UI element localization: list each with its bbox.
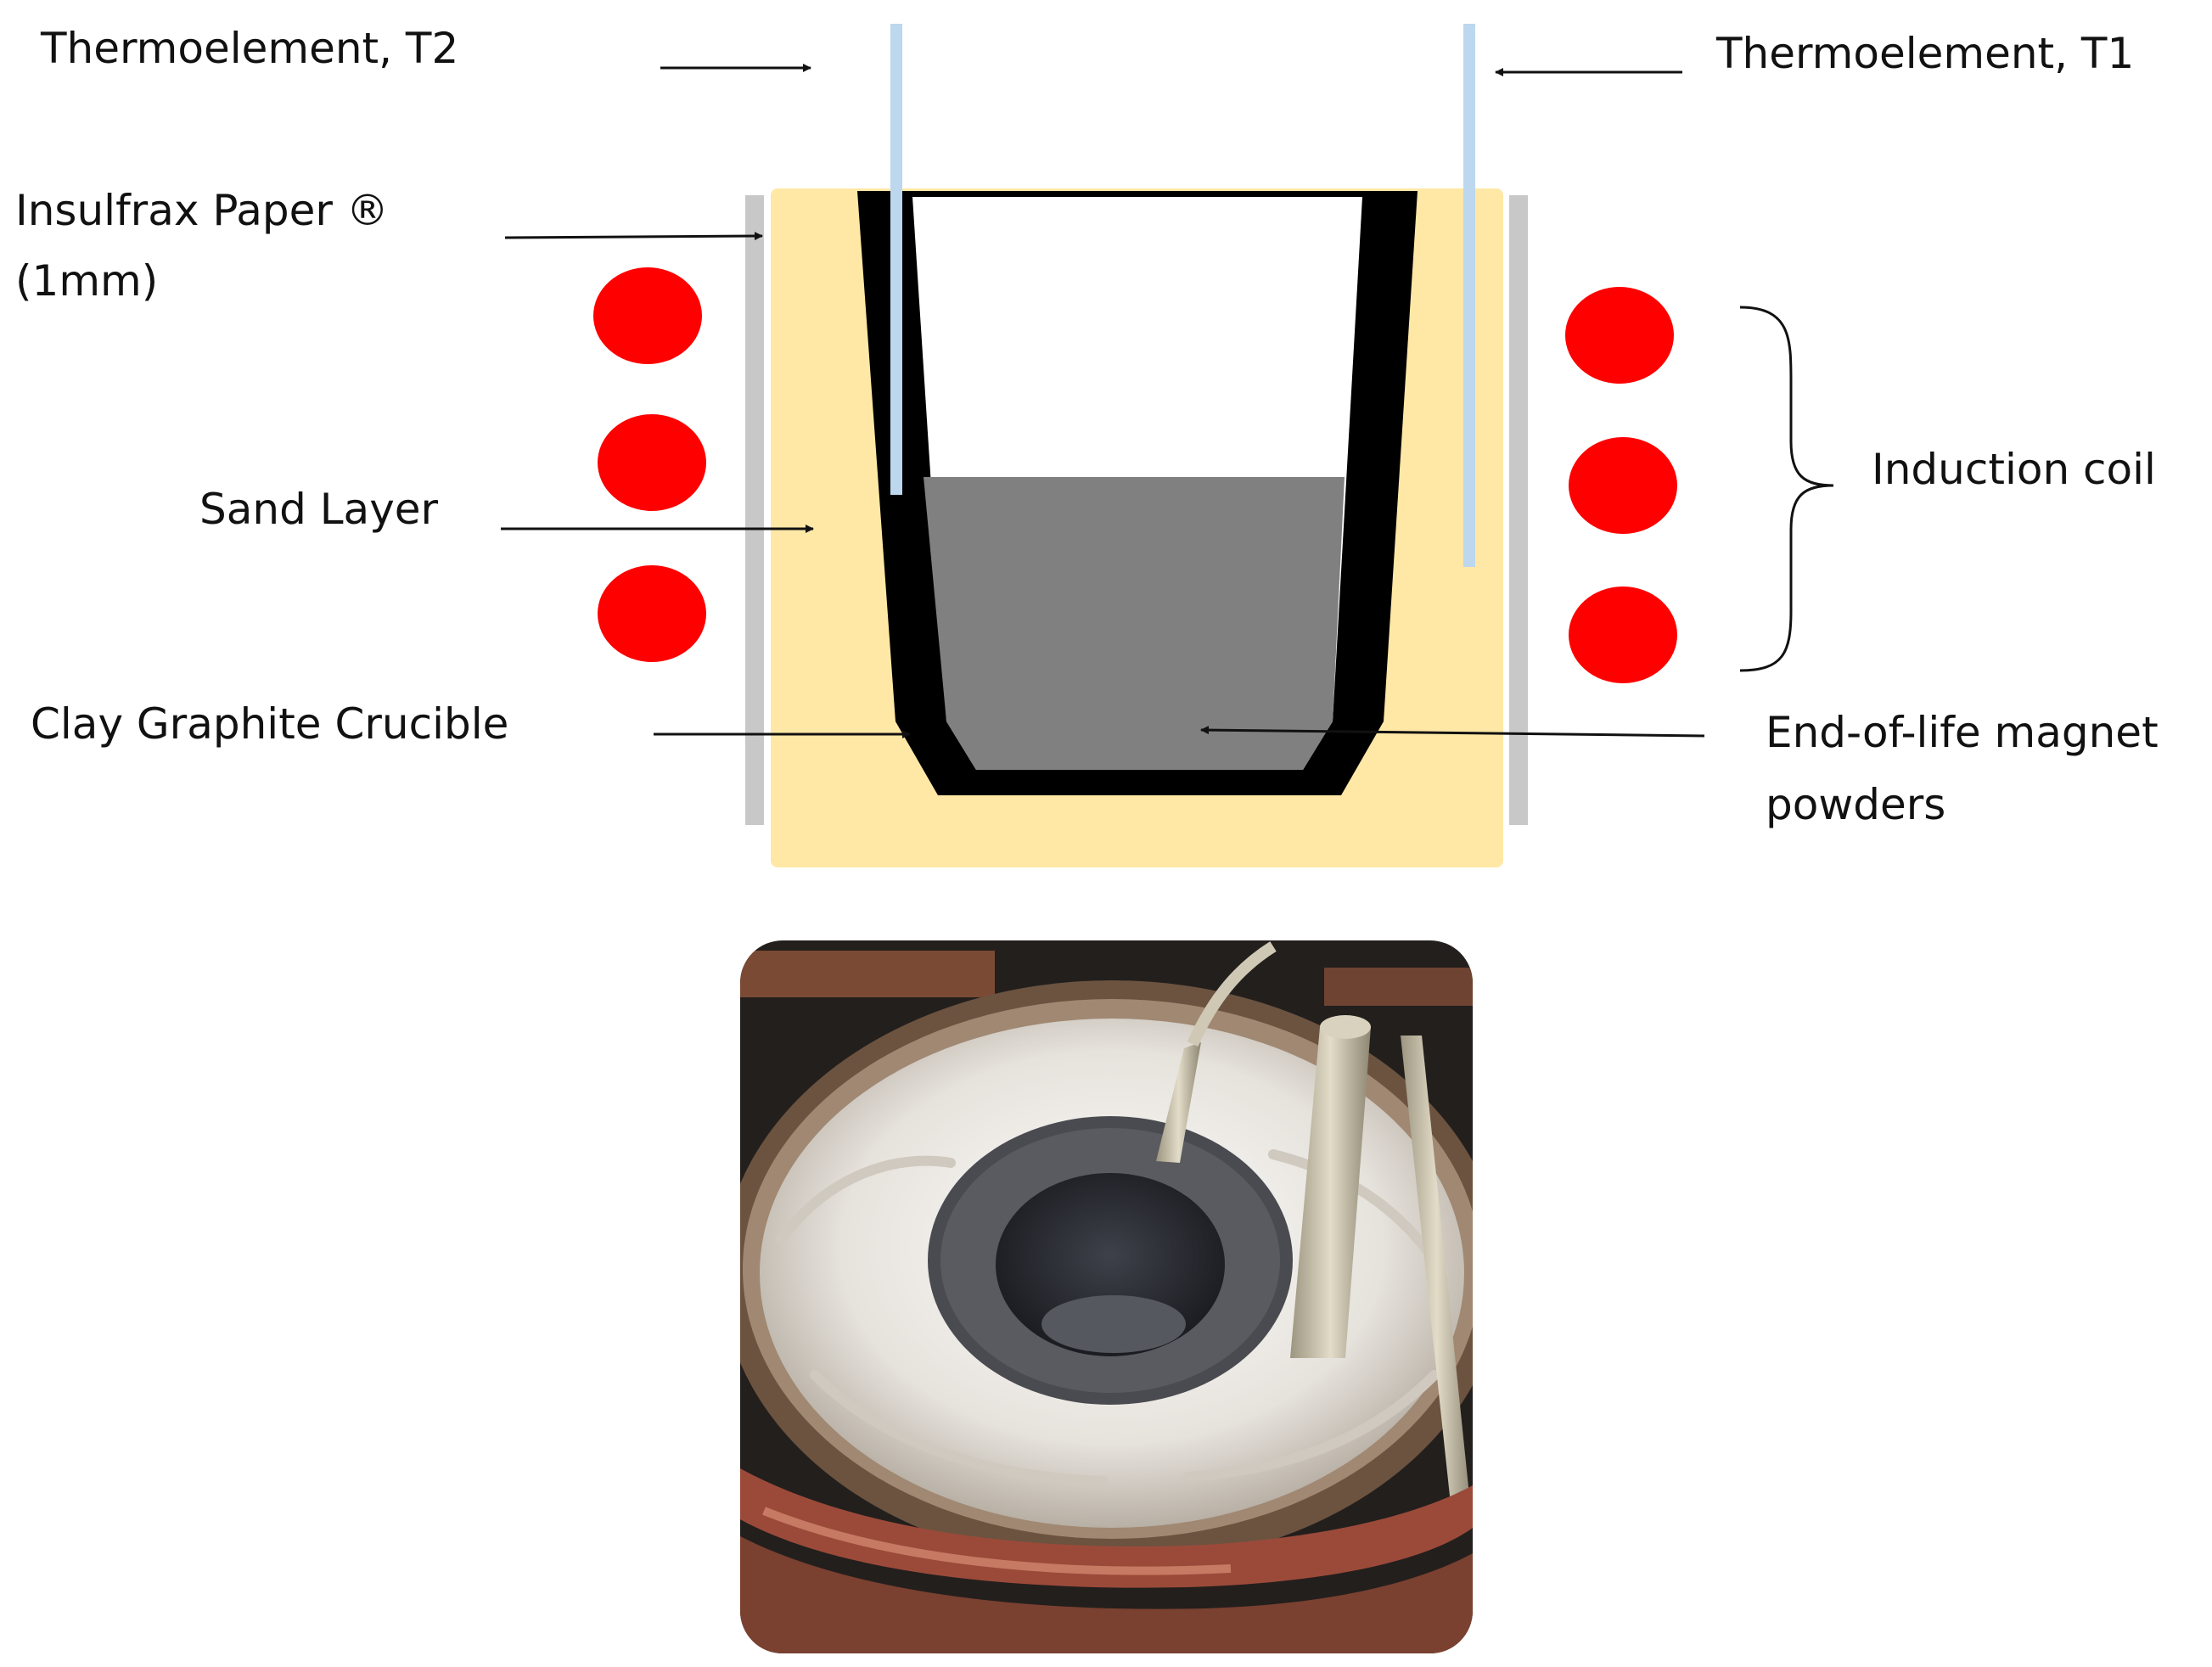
coil-turn	[1569, 437, 1677, 534]
photo-copper-highlight	[762, 1507, 1232, 1575]
coil-turn	[598, 565, 706, 662]
photo-crucible-floor	[1041, 1295, 1186, 1353]
label-sand-layer: Sand Layer	[199, 485, 439, 534]
insulfrax-paper-right	[1509, 195, 1528, 825]
label-thermoelement-t2: Thermoelement, T2	[40, 24, 458, 73]
label-crucible: Clay Graphite Crucible	[31, 699, 508, 749]
thermoelement-t2	[890, 24, 902, 495]
photo-wool-texture	[776, 1149, 1448, 1486]
label-magnet-line2: powders	[1766, 780, 1945, 829]
label-magnet-line1: End-of-life magnet	[1766, 708, 2159, 757]
photo-copper-coil-lower	[740, 1536, 1473, 1653]
induction-coil-right	[1565, 287, 1677, 683]
photo-copper-pipe	[1324, 968, 1473, 1006]
arrow-insulfrax	[504, 232, 763, 241]
photo-thermocouple-t2-cable	[1187, 941, 1277, 1047]
coil-turn	[593, 267, 702, 364]
photo-thermocouple-t2	[1156, 1042, 1201, 1163]
label-insulfrax-line1: Insulfrax Paper ®	[15, 186, 389, 235]
insulfrax-paper-left	[745, 195, 764, 825]
photo-thermocouple-t1-end	[1320, 1015, 1371, 1039]
photo-copper-pipe	[740, 951, 995, 997]
label-insulfrax-line2: (1mm)	[15, 256, 158, 306]
induction-coil-brace	[1739, 306, 1834, 672]
induction-furnace-photo	[740, 940, 1473, 1653]
label-thermoelement-t1: Thermoelement, T1	[1715, 29, 2134, 78]
induction-coil-left	[593, 267, 706, 662]
photo-thermocouple-t1	[1290, 1027, 1371, 1358]
label-induction-coil: Induction coil	[1872, 445, 2156, 494]
coil-turn	[1569, 587, 1677, 683]
coil-turn	[598, 414, 706, 511]
magnet-powder	[924, 477, 1345, 770]
coil-turn	[1565, 287, 1674, 384]
arrow-magnet-powder	[1200, 726, 1705, 738]
photo-thermocouple-extra	[1401, 1036, 1473, 1528]
thermoelement-t1	[1463, 24, 1475, 567]
